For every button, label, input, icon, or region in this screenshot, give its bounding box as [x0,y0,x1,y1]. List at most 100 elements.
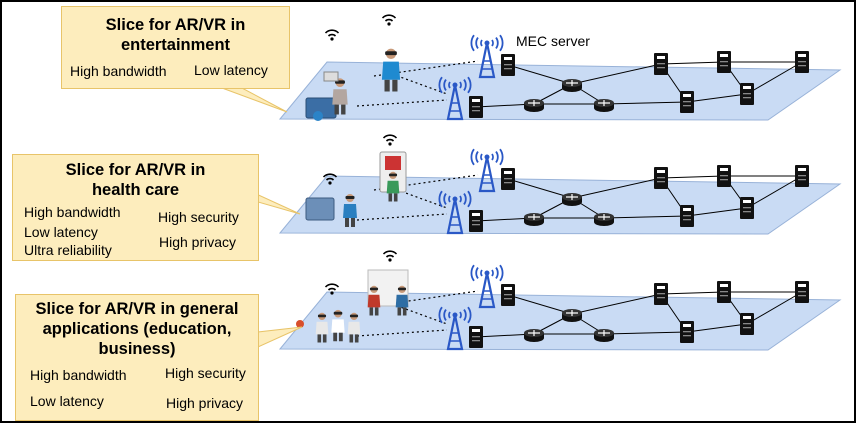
router-icon [594,99,614,112]
slice-plane [278,61,842,121]
server-slot [472,329,480,332]
antenna-tip [452,196,458,202]
antenna-wave [480,153,483,161]
server-slot [657,286,665,289]
server-icon [740,313,754,335]
callout-title: Slice for AR/VR in health care [13,160,258,200]
wifi-arc [381,14,397,19]
antenna-wave [480,269,483,277]
antenna-icon [470,34,504,79]
wifi-arc [322,173,338,178]
person-leg [349,334,354,343]
network-link [686,93,748,103]
vr-headset [385,51,397,56]
person-body [343,204,357,218]
server-line [798,175,806,177]
person-leg [351,218,355,227]
wifi-arc [382,250,398,255]
requirement-low-latency: Low latency [24,224,98,240]
server-icon [795,281,809,303]
network-link [746,175,803,209]
person-leg [322,334,327,343]
router-arrows [566,194,578,200]
server-slot [657,170,665,173]
server-slot [798,54,806,57]
network-link [571,293,662,315]
antenna-wave [491,269,494,277]
router-icon [562,79,582,92]
antenna-wave [448,311,451,319]
callout-title-line: health care [91,181,180,199]
antenna-icon [438,190,472,235]
requirement-high-bandwidth: High bandwidth [24,204,121,220]
antenna-wave [443,193,447,205]
wifi-arc [324,283,340,288]
server-line [743,207,751,209]
wifi-arc [382,134,398,139]
requirement-high-security: High security [158,209,239,225]
users-general-applications [296,250,409,343]
antenna-mast [446,314,464,351]
antenna-tip [484,40,490,46]
antenna-wave [495,151,499,163]
antenna-bracing [449,332,461,342]
users-entertainment [305,14,401,121]
router-icon [524,329,544,342]
network-link [686,323,748,333]
person-leg [317,334,322,343]
person-icon [332,78,348,115]
antenna-icon [438,76,472,121]
wifi-icon [382,134,398,146]
server-icon [469,210,483,232]
router-arrows [566,310,578,316]
antenna-mast [478,42,496,79]
antenna-bracing [449,216,461,226]
vr-headset [388,173,398,177]
wireless-link [356,213,448,221]
person-icon [386,171,400,202]
mec-server-icon [501,54,515,76]
router-icon [594,329,614,342]
server-slot [657,56,665,59]
person-leg [369,307,374,316]
wifi-dot [387,22,391,26]
network-link [660,61,725,65]
person-leg [388,193,393,202]
antenna-wave [499,34,504,52]
medical-screen-icon [305,197,335,221]
person-body [395,294,409,308]
server-line [720,175,728,177]
callout-general-applications: Slice for AR/VR in general applications … [15,294,259,421]
network-link [746,61,803,95]
server-line [657,67,665,69]
wifi-dot [328,181,332,185]
antenna-wave [491,39,494,47]
vr-headset [397,287,407,291]
antenna-wave [470,148,475,166]
person-leg [374,307,379,316]
server-slot [472,213,480,216]
antenna-wave [470,264,475,282]
person-body [367,294,381,308]
person-body [381,61,401,80]
network-link [507,178,573,199]
server-slot [720,54,728,57]
wifi-arc [325,177,335,181]
antenna-wave [438,190,443,208]
antenna-bracing [481,174,493,184]
server-icon [740,197,754,219]
antenna-wave [467,306,472,324]
person-leg [354,334,359,343]
server-slot [720,168,728,171]
callout-title-line: Slice for AR/VR in [65,161,206,179]
router-arrows [528,330,540,336]
router-icon [562,309,582,322]
vr-headset [333,311,343,315]
server-line [683,215,691,217]
server-slot [683,94,691,97]
wifi-icon [382,250,398,262]
antenna-wave [448,195,451,203]
antenna-mast [478,272,496,309]
wifi-icon [322,173,338,185]
